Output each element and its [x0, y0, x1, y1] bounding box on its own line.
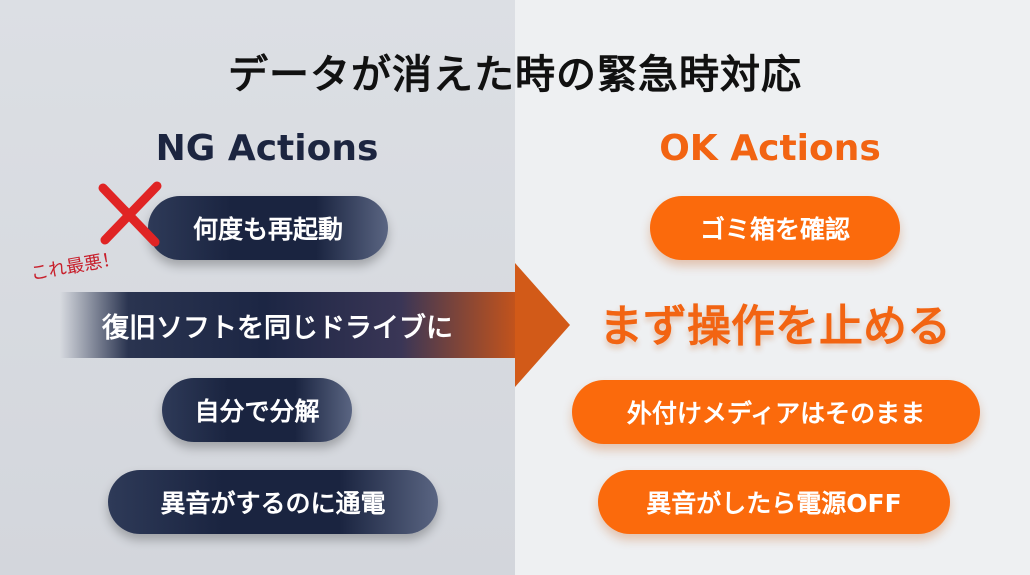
arrow-head-icon [515, 263, 570, 387]
ok-item-power-off: 異音がしたら電源OFF [598, 470, 950, 534]
ng-item-restart: 何度も再起動 [148, 196, 388, 260]
ng-item-power-on-noise: 異音がするのに通電 [108, 470, 438, 534]
ng-item-recovery-software: 復旧ソフトを同じドライブに [60, 292, 515, 358]
page-title: データが消えた時の緊急時対応 [228, 52, 802, 98]
ok-item-external-media: 外付けメディアはそのまま [572, 380, 980, 444]
ok-heading: OK Actions [659, 128, 881, 169]
ok-item-stop-operation: まず操作を止める [599, 301, 951, 352]
ok-item-trash: ゴミ箱を確認 [650, 196, 900, 260]
ng-item-disassemble: 自分で分解 [162, 378, 352, 442]
transition-arrow: 復旧ソフトを同じドライブに [60, 263, 570, 387]
ng-heading: NG Actions [155, 128, 379, 169]
cross-mark-icon [98, 181, 162, 247]
